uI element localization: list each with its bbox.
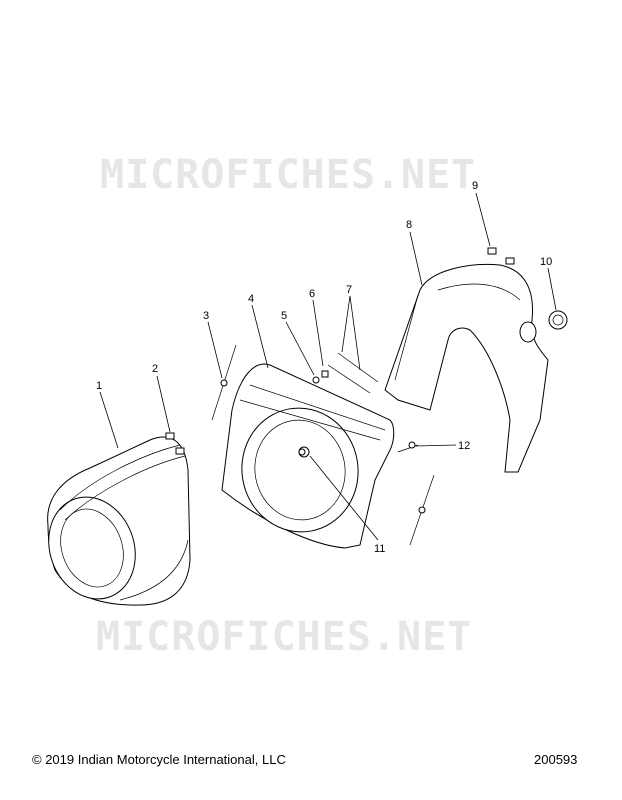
watermark-bottom: MICROFICHES.NET: [96, 614, 472, 660]
callout-7: 7: [346, 284, 352, 296]
callout-8: 8: [406, 219, 412, 231]
part-11-fastener: [298, 448, 306, 456]
part-10-grommet: [548, 310, 568, 330]
part-12-bolts: [397, 441, 435, 546]
figure-number: 200593: [534, 752, 578, 767]
callout-11: 11: [374, 543, 385, 555]
part-3-cable-tie: [211, 344, 237, 421]
part-1-nacelle: [47, 436, 191, 606]
callout-9: 9: [472, 180, 478, 192]
part-2-clips: [165, 432, 185, 455]
callout-10: 10: [540, 256, 552, 268]
callout-2: 2: [152, 363, 158, 375]
leader-lines: [99, 192, 557, 541]
callout-5: 5: [281, 310, 287, 322]
callout-6: 6: [309, 288, 315, 300]
part-7-trim-strips: [327, 352, 379, 394]
callout-1: 1: [96, 380, 102, 392]
copyright-text: © 2019 Indian Motorcycle International, …: [32, 752, 286, 767]
callout-4: 4: [248, 293, 254, 305]
part-5-6-fasteners: [312, 370, 329, 384]
callout-3: 3: [203, 310, 209, 322]
part-9-screws: [487, 247, 515, 265]
watermark-top: MICROFICHES.NET: [100, 152, 476, 198]
callout-12: 12: [458, 440, 470, 452]
part-4-inner-fairing: [221, 363, 395, 549]
part-8-outer-fairing: [384, 263, 549, 473]
